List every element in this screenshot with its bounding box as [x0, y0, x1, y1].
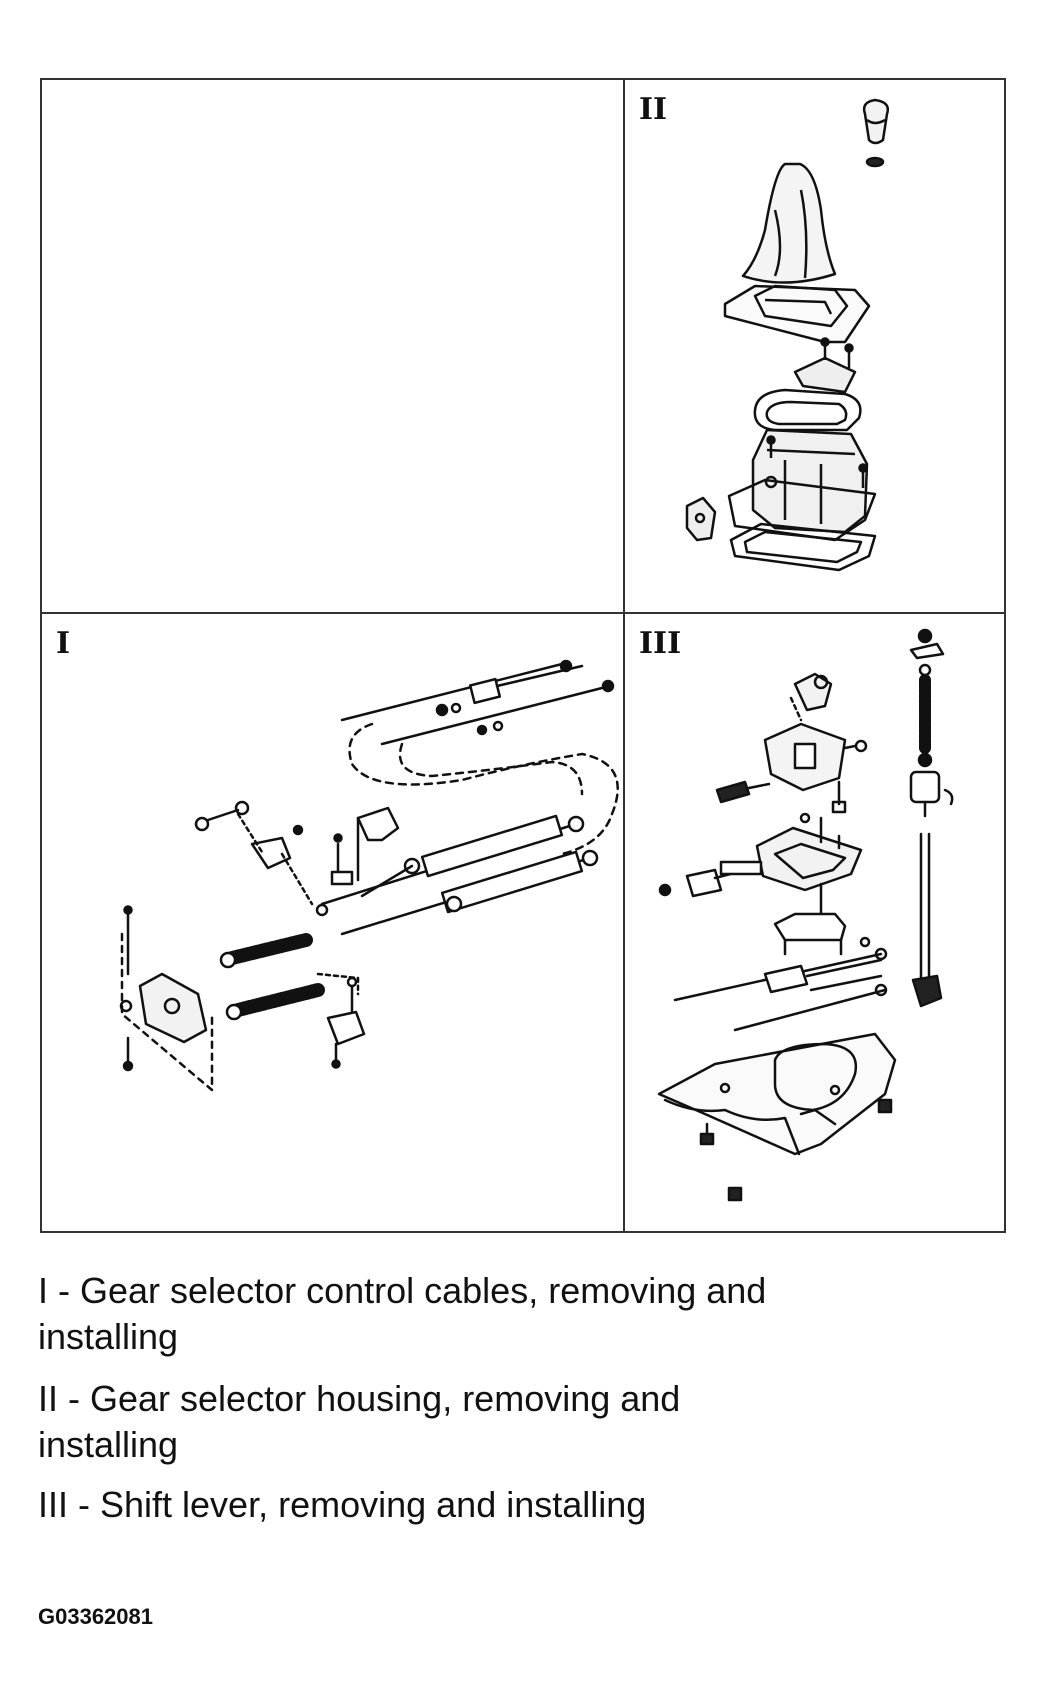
upper-cable-ends — [340, 659, 615, 746]
lower-control-cables — [320, 814, 599, 936]
cables-drawing — [119, 659, 619, 1092]
panel-label-i: I — [56, 626, 71, 661]
pivot-cap — [789, 672, 833, 722]
shift-lever-drawing — [657, 628, 954, 1202]
trim-plate — [723, 284, 871, 344]
panel-label-ii: II — [639, 92, 668, 127]
floor-plate — [657, 1032, 897, 1202]
panel-label-iii: III — [639, 626, 682, 661]
springs — [219, 933, 325, 1021]
gasket-ring — [753, 388, 862, 432]
lever-bracket — [330, 806, 400, 886]
panel-gear-selector-housing: II — [625, 80, 1004, 614]
selector-arm — [658, 860, 763, 898]
bracket — [793, 337, 857, 394]
lower-gaskets — [727, 478, 877, 572]
mounting-plate — [119, 905, 214, 1092]
shift-rod — [909, 628, 954, 1008]
shift-boot — [741, 162, 837, 284]
left-linkage — [194, 800, 329, 917]
side-plate — [685, 496, 717, 542]
shift-knob — [862, 98, 889, 168]
figure-id: G03362081 — [38, 1604, 153, 1629]
panel-shift-lever: III — [625, 614, 1004, 1231]
caption-control-cables: I - Gear selector control cables, removi… — [38, 1270, 767, 1357]
panel-control-cables: I — [42, 614, 625, 1231]
empty-panel — [42, 80, 625, 614]
lower-clamp — [316, 972, 366, 1069]
base-frame — [755, 816, 863, 918]
caption-selector-housing: II - Gear selector housing, removing and… — [38, 1378, 681, 1465]
exploded-view-diagram: II — [40, 78, 1006, 1233]
lower-bracket — [773, 912, 871, 956]
lever-housing — [715, 722, 868, 824]
shift-cables — [673, 947, 888, 1032]
housing-drawing — [685, 98, 889, 572]
caption-shift-lever: III - Shift lever, removing and installi… — [38, 1484, 647, 1525]
